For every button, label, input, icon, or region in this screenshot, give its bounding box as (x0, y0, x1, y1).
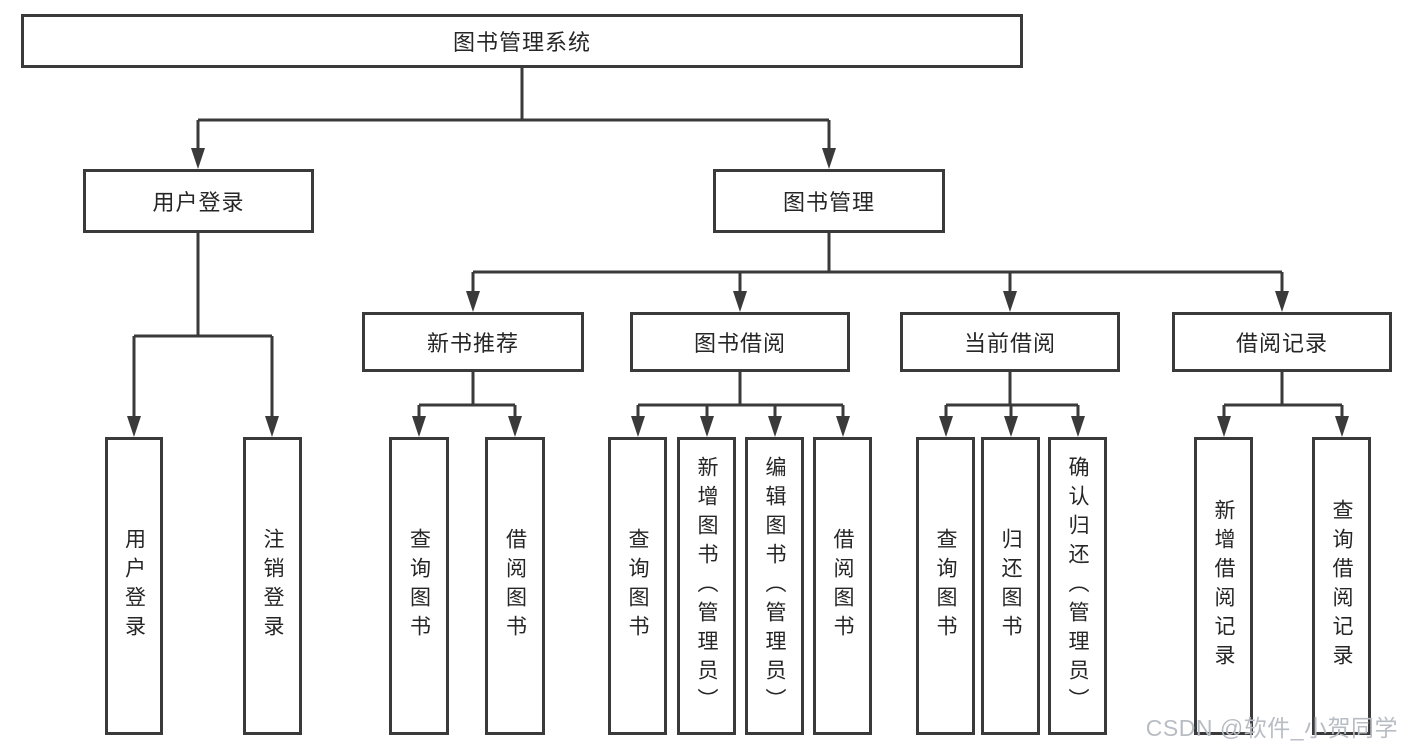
leaf-records-add-label: 新增借阅记录 (1212, 499, 1235, 673)
leaf-records-add: 新增借阅记录 (1194, 437, 1253, 735)
leaf-borrow-edit-admin-label: 编辑图书（管理员） (763, 455, 786, 717)
connector-user-login (132, 233, 274, 420)
leaf-records-query-label: 查询借阅记录 (1330, 499, 1353, 673)
leaf-borrow-edit-admin: 编辑图书（管理员） (745, 437, 804, 735)
leaf-borrow-query: 查询图书 (608, 437, 667, 735)
leaf-user-login: 用户登录 (105, 437, 163, 735)
leaf-borrow-add-admin-label: 新增图书（管理员） (695, 455, 718, 717)
node-book-borrow: 图书借阅 (630, 312, 850, 372)
leaf-records-query: 查询借阅记录 (1312, 437, 1371, 735)
node-new-book-recommend: 新书推荐 (362, 312, 584, 372)
leaf-newbook-borrow: 借阅图书 (485, 437, 545, 735)
arrowheads (127, 148, 1349, 437)
leaf-borrow-add-admin: 新增图书（管理员） (677, 437, 736, 735)
leaf-borrow-borrow-label: 借阅图书 (831, 528, 854, 644)
node-user-login: 用户登录 (83, 169, 314, 233)
connector-book-borrow (636, 372, 845, 420)
connector-new-book (417, 372, 517, 420)
leaf-user-login-label: 用户登录 (122, 528, 146, 644)
node-borrow-records: 借阅记录 (1172, 312, 1392, 372)
leaf-current-query-label: 查询图书 (934, 528, 957, 644)
leaf-newbook-borrow-label: 借阅图书 (503, 528, 527, 644)
node-root: 图书管理系统 (21, 14, 1023, 68)
watermark: CSDN @软件_小贺同学 (1145, 715, 1398, 741)
node-book-management-label: 图书管理 (782, 190, 875, 215)
leaf-current-confirm-admin-label: 确认归还（管理员） (1066, 455, 1089, 717)
leaf-current-confirm-admin: 确认归还（管理员） (1048, 437, 1107, 735)
node-current-borrow-label: 当前借阅 (963, 331, 1056, 356)
connector-root (196, 68, 831, 152)
connector-borrow-records (1222, 372, 1344, 420)
leaf-current-return: 归还图书 (981, 437, 1040, 735)
leaf-current-return-label: 归还图书 (999, 528, 1022, 644)
leaf-newbook-query-label: 查询图书 (407, 528, 431, 644)
node-book-management: 图书管理 (713, 169, 945, 233)
leaf-borrow-borrow: 借阅图书 (813, 437, 872, 735)
leaf-logout-label: 注销登录 (261, 528, 284, 644)
leaf-newbook-query: 查询图书 (389, 437, 449, 735)
leaf-current-query: 查询图书 (916, 437, 975, 735)
node-borrow-records-label: 借阅记录 (1235, 331, 1328, 356)
leaf-logout: 注销登录 (243, 437, 302, 735)
leaf-borrow-query-label: 查询图书 (626, 528, 649, 644)
node-new-book-recommend-label: 新书推荐 (426, 331, 519, 356)
node-root-label: 图书管理系统 (452, 30, 591, 55)
node-current-borrow: 当前借阅 (900, 312, 1120, 372)
connector-current-borrow (944, 372, 1080, 420)
connector-book-management (471, 233, 1284, 295)
node-book-borrow-label: 图书借阅 (693, 331, 786, 356)
node-user-login-label: 用户登录 (152, 190, 245, 215)
